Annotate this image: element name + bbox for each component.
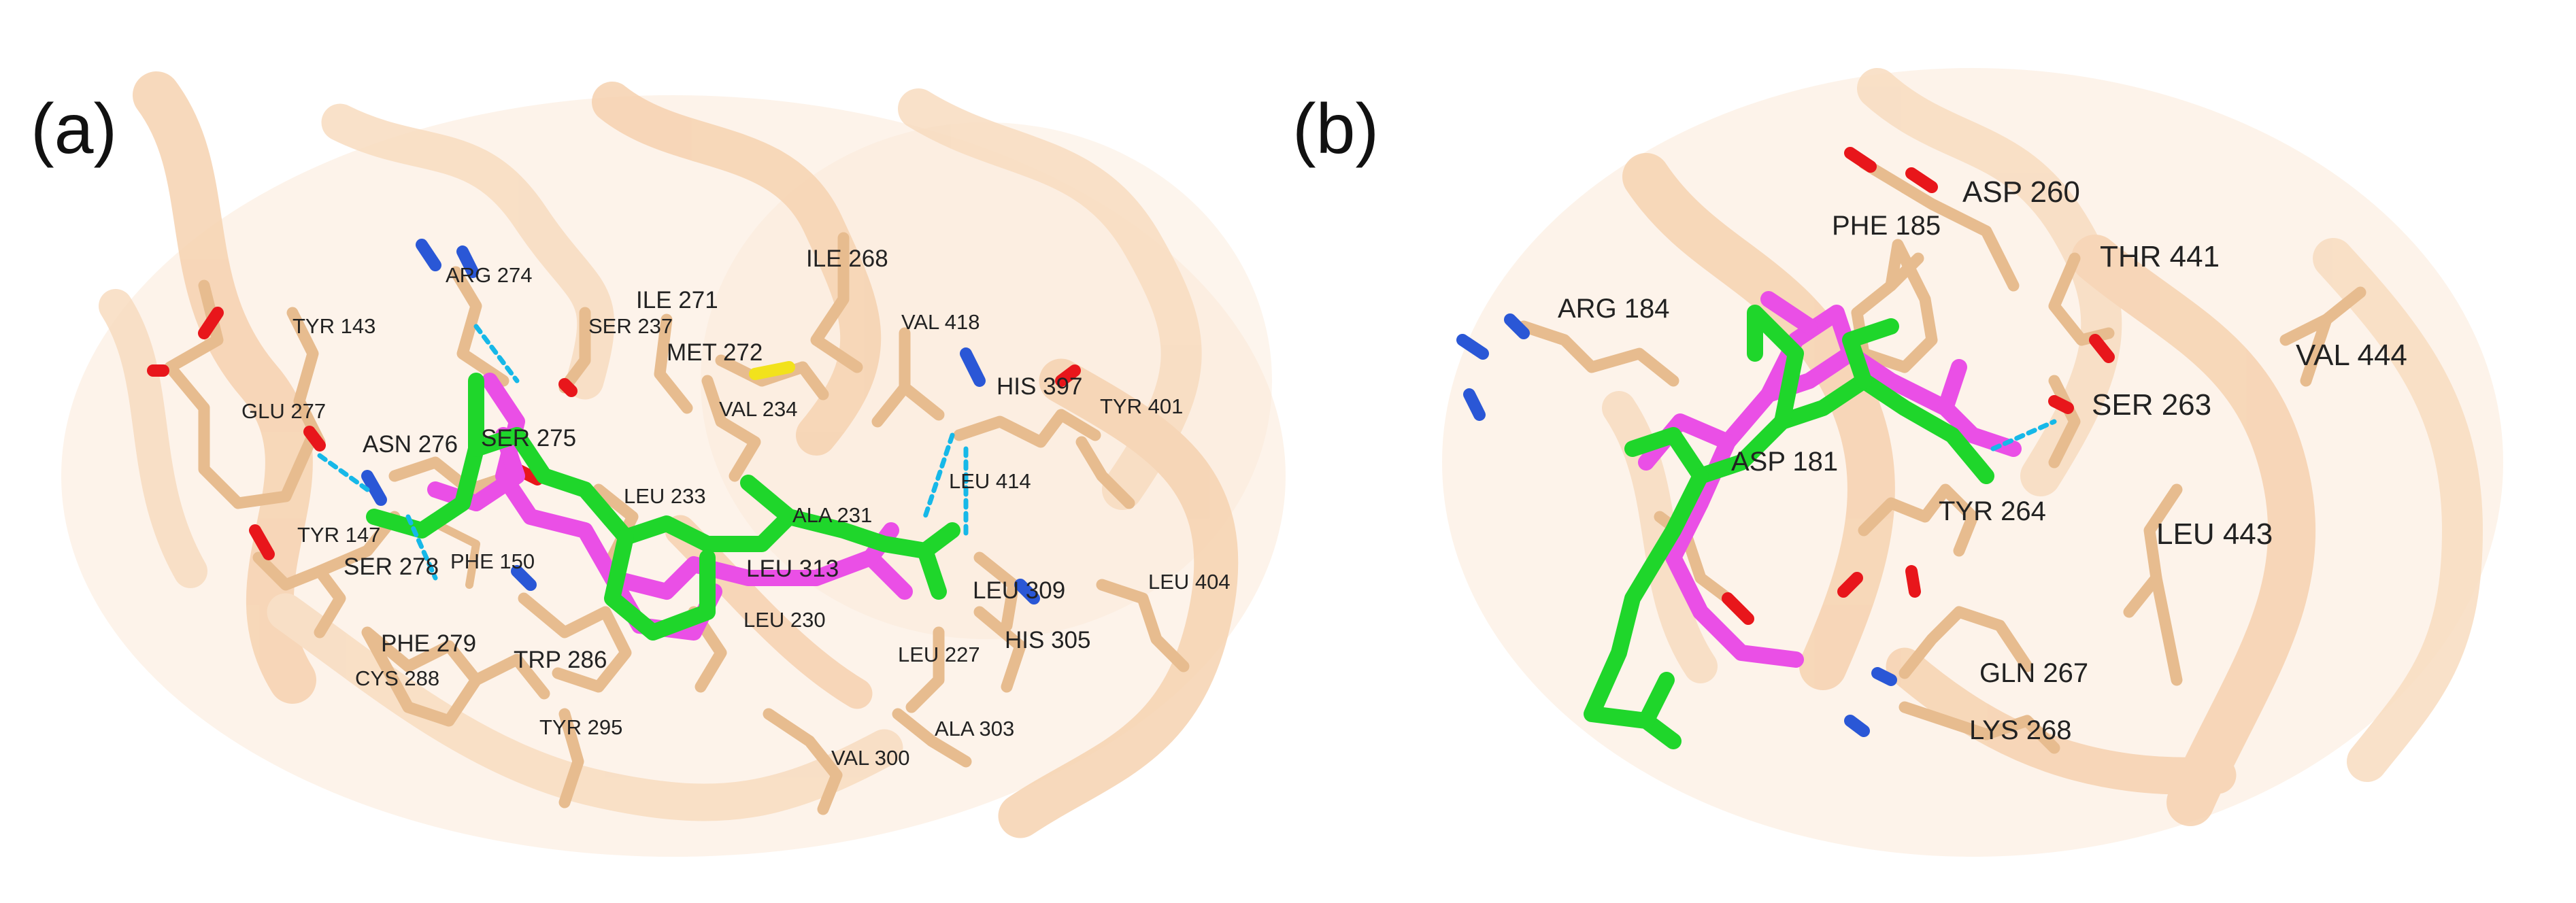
residue-labels-b: ASP 260 PHE 185 THR 441 ARG 184 VAL 444 … <box>1558 175 2407 745</box>
residue-label: LEU 313 <box>746 556 839 582</box>
residue-label: ASN 276 <box>363 431 458 458</box>
residue-label: LYS 268 <box>1969 715 2072 745</box>
residue-label: ASP 181 <box>1731 447 1838 477</box>
panel-a-binding-site: (a) ARG 274 ILE 268 ILE 271 TYR 143 SER … <box>31 71 1286 857</box>
residue-label: ALA 231 <box>792 503 872 527</box>
residue-label: LEU 309 <box>973 577 1065 604</box>
residue-label: ALA 303 <box>935 717 1014 740</box>
residue-label: LEU 414 <box>949 469 1031 493</box>
hydrogen-bonds <box>317 324 969 581</box>
residue-label: TYR 295 <box>539 715 622 739</box>
residue-label: LEU 443 <box>2156 517 2273 551</box>
residue-label: GLU 277 <box>241 399 326 423</box>
residue-label: TYR 401 <box>1100 394 1183 418</box>
ligand-green <box>1584 305 1994 749</box>
residue-label: TRP 286 <box>514 647 607 673</box>
residue-labels-a: ARG 274 ILE 268 ILE 271 TYR 143 SER 237 … <box>241 245 1231 770</box>
residue-label: VAL 300 <box>831 746 909 770</box>
panel-b-binding-site: (b) ASP 260 PHE 185 THR 441 ARG 184 VAL … <box>1292 68 2503 857</box>
ligand-magenta <box>1638 291 2022 668</box>
residue-label: LEU 233 <box>624 484 706 508</box>
residue-label: ARG 184 <box>1558 294 1670 324</box>
residue-label: HIS 305 <box>1005 627 1090 653</box>
residue-label: LEU 227 <box>898 643 980 666</box>
residue-label: PHE 279 <box>381 630 476 657</box>
residue-label: ILE 268 <box>806 245 888 272</box>
residue-label: SER 263 <box>2092 388 2211 422</box>
residue-label: VAL 444 <box>2296 339 2407 372</box>
residue-label: PHE 150 <box>450 549 535 573</box>
hydrogen-bonds <box>1990 419 2057 452</box>
protein-sticks <box>164 232 1190 815</box>
residue-label: SER 278 <box>344 553 439 580</box>
panel-label-a: (a) <box>31 90 117 169</box>
residue-label: TYR 264 <box>1939 496 2046 526</box>
residue-label: VAL 418 <box>901 310 980 334</box>
residue-label: TYR 147 <box>297 523 380 547</box>
residue-label: ARG 274 <box>446 263 533 287</box>
residue-label: LEU 230 <box>743 608 826 632</box>
residue-label: PHE 185 <box>1832 211 1941 241</box>
residue-label: CYS 288 <box>355 666 439 690</box>
heteroatoms <box>1456 147 2115 737</box>
residue-label: VAL 234 <box>719 397 797 421</box>
residue-label: MET 272 <box>667 339 763 366</box>
residue-label: THR 441 <box>2100 240 2220 273</box>
heteroatoms <box>147 239 1081 604</box>
residue-label: HIS 397 <box>997 373 1082 400</box>
residue-label: ASP 260 <box>1962 175 2080 209</box>
residue-label: GLN 267 <box>1979 658 2088 688</box>
ligand-green <box>366 373 960 641</box>
protein-sticks <box>1518 157 2366 754</box>
residue-label: LEU 404 <box>1148 570 1231 594</box>
residue-label: SER 237 <box>588 314 673 338</box>
panel-label-b: (b) <box>1292 90 1379 169</box>
residue-label: SER 275 <box>481 425 576 452</box>
residue-label: TYR 143 <box>292 314 375 338</box>
residue-label: ILE 271 <box>636 287 718 313</box>
